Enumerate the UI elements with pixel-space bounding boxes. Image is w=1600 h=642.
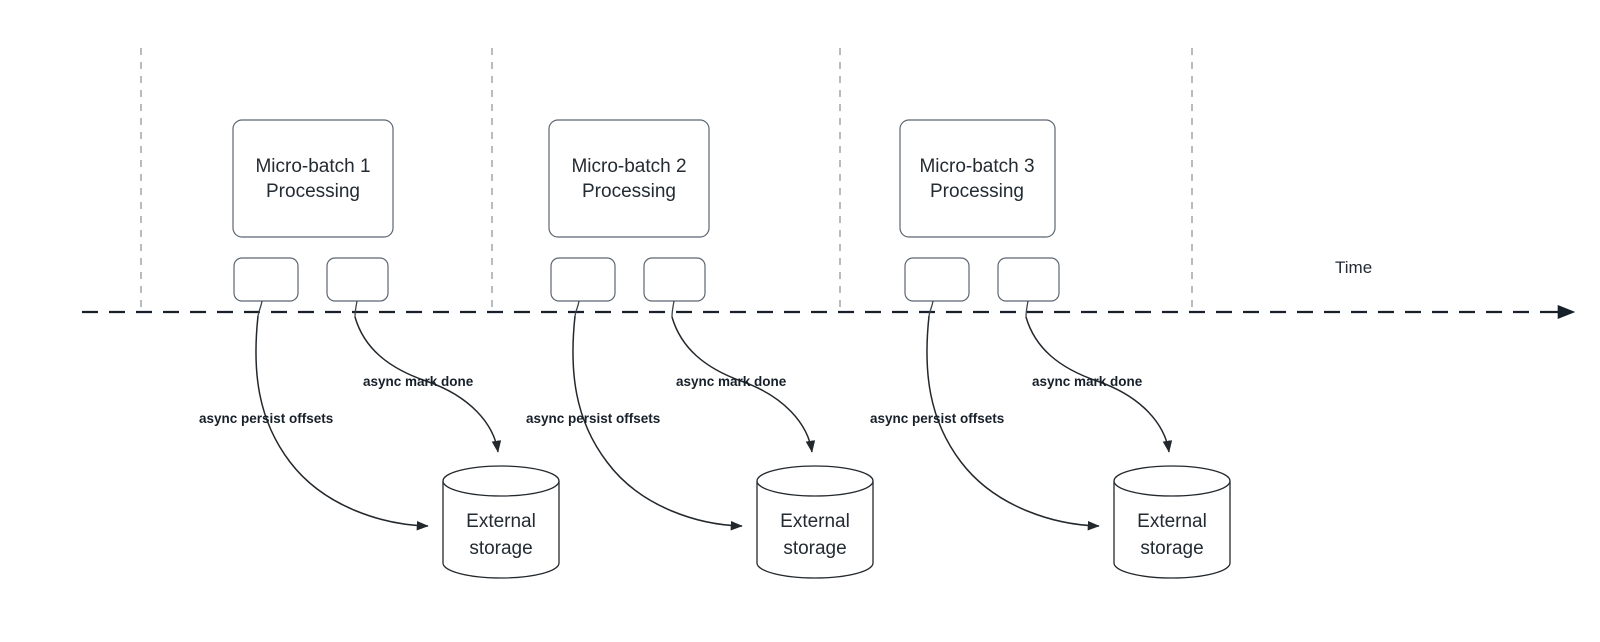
async-mark-done-arrow-1 xyxy=(354,316,502,453)
external-storage-label-2-line1: External xyxy=(780,511,850,532)
async-persist-offsets-arrow-3 xyxy=(926,315,1100,531)
micro-batch-3-box[interactable] xyxy=(899,119,1056,238)
external-storage-label-3-line2: storage xyxy=(1140,538,1203,559)
persist-task-box-3[interactable] xyxy=(904,257,970,302)
mark-task-box-2[interactable] xyxy=(643,257,706,302)
micro-batch-2-label-line2: Processing xyxy=(582,181,676,202)
external-storage-label-2-line2: storage xyxy=(783,538,846,559)
micro-batch-2-box[interactable] xyxy=(548,119,710,238)
micro-batch-3-label-line2: Processing xyxy=(930,181,1024,202)
micro-batch-group-2: Micro-batch 2 Processing async persist o… xyxy=(526,119,874,579)
external-storage-label-1-line2: storage xyxy=(469,538,532,559)
cylinder-body-2 xyxy=(756,481,874,579)
micro-batch-1-box[interactable] xyxy=(232,119,394,238)
cylinder-top-1 xyxy=(442,465,560,497)
cylinder-top-2 xyxy=(756,465,874,497)
persist-task-connector-1 xyxy=(257,300,263,317)
persist-task-box-2[interactable] xyxy=(550,257,616,302)
external-storage-cylinder-2[interactable]: External storage xyxy=(756,465,874,579)
mark-task-box-3[interactable] xyxy=(997,257,1060,302)
cylinder-body-1 xyxy=(442,481,560,579)
async-persist-offsets-label-2: async persist offsets xyxy=(526,411,660,426)
external-storage-label-3-line1: External xyxy=(1137,511,1207,532)
mark-task-connector-3 xyxy=(1025,300,1029,318)
async-mark-done-label-3: async mark done xyxy=(1032,374,1143,389)
cylinder-top-3 xyxy=(1113,465,1231,497)
async-mark-done-label-1: async mark done xyxy=(363,374,474,389)
external-storage-label-1-line1: External xyxy=(466,511,536,532)
batch-boundary-dividers xyxy=(140,48,1193,312)
micro-batch-group-3: Micro-batch 3 Processing async persist o… xyxy=(870,119,1231,579)
mark-task-connector-1 xyxy=(354,300,358,318)
micro-batch-2-label-line1: Micro-batch 2 xyxy=(571,156,686,177)
async-persist-offsets-label-1: async persist offsets xyxy=(199,411,333,426)
async-persist-offsets-arrow-2 xyxy=(572,315,743,531)
async-persist-offsets-label-3: async persist offsets xyxy=(870,411,1004,426)
async-mark-done-arrow-3 xyxy=(1025,316,1173,453)
persist-task-connector-2 xyxy=(574,300,580,317)
external-storage-cylinder-3[interactable]: External storage xyxy=(1113,465,1231,579)
micro-batch-1-label-line2: Processing xyxy=(266,181,360,202)
async-persist-offsets-arrow-1 xyxy=(255,315,429,531)
micro-batch-3-label-line1: Micro-batch 3 xyxy=(919,156,1034,177)
async-mark-done-arrow-2 xyxy=(671,316,816,453)
micro-batch-group-1: Micro-batch 1 Processing async persist o… xyxy=(199,119,560,579)
persist-task-connector-3 xyxy=(928,300,934,317)
mark-task-box-1[interactable] xyxy=(326,257,389,302)
async-mark-done-label-2: async mark done xyxy=(676,374,787,389)
mark-task-connector-2 xyxy=(671,300,675,318)
micro-batch-1-label-line1: Micro-batch 1 xyxy=(255,156,370,177)
time-axis-label: Time xyxy=(1335,258,1372,277)
external-storage-cylinder-1[interactable]: External storage xyxy=(442,465,560,579)
cylinder-body-3 xyxy=(1113,481,1231,579)
time-axis: Time xyxy=(82,258,1576,320)
persist-task-box-1[interactable] xyxy=(233,257,299,302)
